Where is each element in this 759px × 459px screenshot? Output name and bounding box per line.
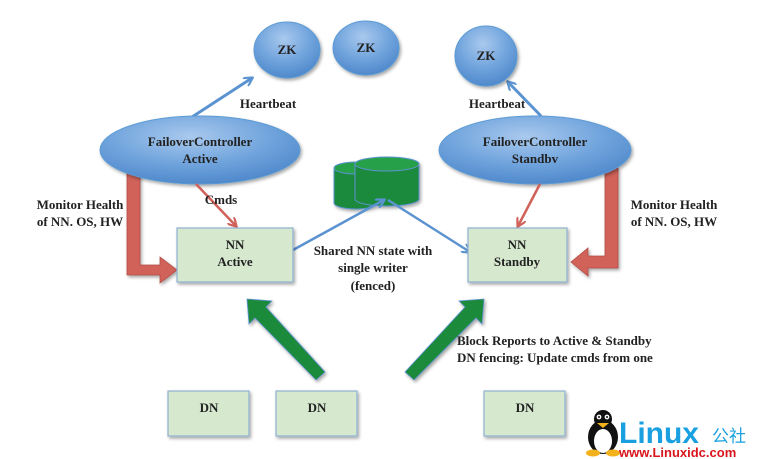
shared-label-3: (fenced) (351, 278, 396, 293)
block-label-2: DN fencing: Update cmds from one (457, 350, 653, 365)
tux-penguin-icon (586, 410, 620, 457)
nn-standby-line2: Standby (494, 254, 541, 269)
monitor-arrow-left (126, 167, 178, 284)
fc-active-line2: Active (182, 151, 218, 166)
monitor-label-left-2: of NN. OS, HW (37, 214, 123, 229)
heartbeat-arrow-right (508, 82, 543, 118)
fc-standby-line2: Standbv (512, 151, 559, 166)
zk-node-1 (253, 21, 321, 79)
zk-node-2-label: ZK (357, 40, 377, 55)
dn-2-label: DN (308, 400, 327, 415)
fc-active-line1: FailoverController (148, 134, 253, 149)
zk-node-1-label: ZK (278, 42, 298, 57)
monitor-arrow-right (570, 167, 619, 277)
nn-active-line2: Active (217, 254, 253, 269)
nn-standby-line1: NN (508, 237, 527, 252)
database-icon (333, 156, 420, 210)
cmds-arrow-right (518, 183, 542, 226)
watermark-url: www.Linuxidc.com (618, 445, 736, 459)
monitor-label-right-2: of NN. OS, HW (631, 214, 717, 229)
fc-standby-line1: FailoverController (483, 134, 588, 149)
nn-standby-box (467, 227, 568, 283)
shared-state-arrow-write (292, 200, 384, 252)
zk-node-3 (454, 25, 518, 87)
dn-1-label: DN (200, 400, 219, 415)
failover-controller-active (99, 115, 301, 185)
block-report-arrow-left (246, 298, 326, 381)
nn-active-box (176, 227, 294, 283)
heartbeat-label-right: Heartbeat (469, 96, 526, 111)
watermark-logo: Linux 公社 www.Linuxidc.com (586, 410, 746, 459)
block-label-1: Block Reports to Active & Standby (457, 333, 652, 348)
dn-box-1 (167, 390, 250, 437)
cmds-arrow-left (195, 183, 236, 226)
dn-box-3 (483, 390, 566, 437)
shared-state-arrow-read (387, 198, 470, 252)
dn-box-2 (275, 390, 358, 437)
block-report-arrow-right (404, 298, 485, 381)
zk-node-3-label: ZK (477, 48, 497, 63)
heartbeat-arrow-left (191, 78, 252, 119)
shared-label-2: single writer (338, 260, 408, 275)
shared-label-1: Shared NN state with (314, 243, 433, 258)
monitor-label-left-1: Monitor Health (37, 197, 125, 212)
cmds-label: Cmds (205, 192, 238, 207)
dn-3-label: DN (516, 400, 535, 415)
watermark-brand-cn: 公社 (712, 427, 746, 447)
watermark-brand: Linux (619, 417, 699, 450)
monitor-label-right-1: Monitor Health (631, 197, 719, 212)
heartbeat-label-left: Heartbeat (240, 96, 297, 111)
failover-controller-standby (438, 115, 632, 185)
zk-node-2 (332, 20, 400, 76)
nn-active-line1: NN (226, 237, 245, 252)
